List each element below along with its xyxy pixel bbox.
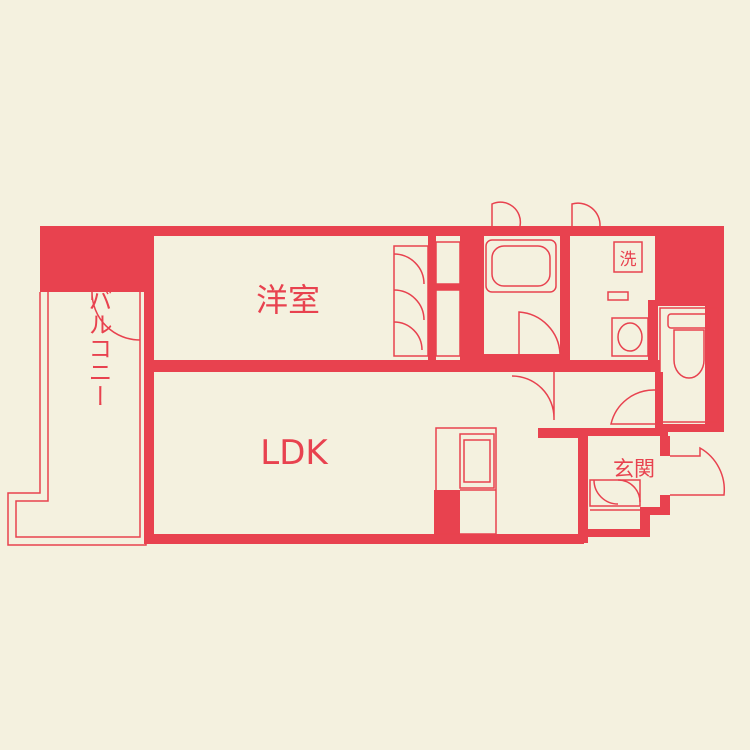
bathtub: [485, 239, 557, 293]
fixtures: [91, 201, 726, 535]
sink: [611, 317, 649, 357]
entrance-label: 玄関: [613, 457, 655, 481]
closet: [393, 245, 429, 357]
ldk-label: LDK: [260, 433, 329, 473]
washer-box: [613, 241, 643, 273]
balcony-label: バルコニー: [84, 288, 112, 408]
room-labels: 洋室 LDK 玄関 洗 バルコニー: [84, 250, 655, 481]
washer-label: 洗: [620, 250, 637, 270]
kitchen-counter: [435, 427, 497, 535]
balcony-outline: [7, 292, 147, 546]
toilet-room: [659, 307, 719, 423]
western-room-label: 洋室: [256, 281, 320, 319]
walls: [40, 226, 724, 544]
